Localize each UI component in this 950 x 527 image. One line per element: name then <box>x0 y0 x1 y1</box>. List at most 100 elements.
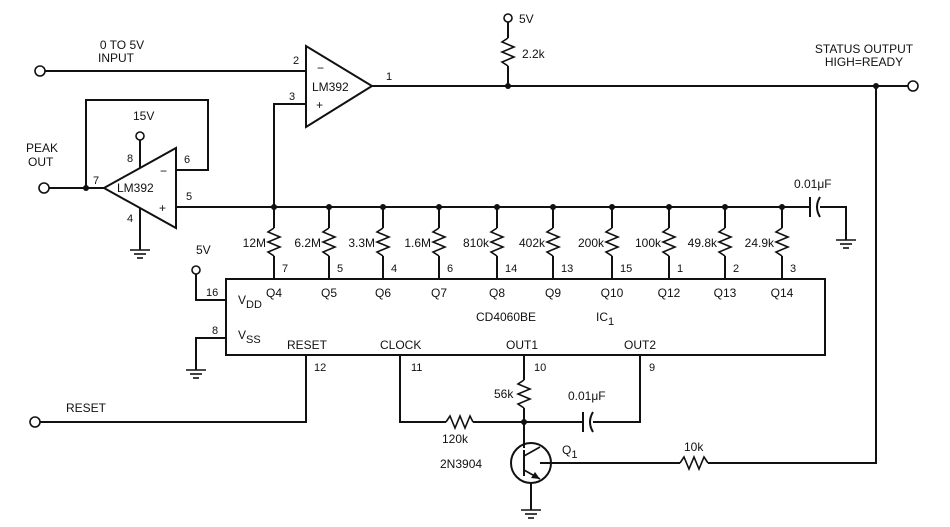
follower-pin-out: 7 <box>93 175 99 187</box>
resistor-120k-label: 120k <box>442 432 469 446</box>
supply-5v-top-terminal <box>503 13 513 23</box>
ground-symbol-follower <box>130 249 150 259</box>
comparator-pin-plus: 3 <box>289 91 295 103</box>
reset-terminal <box>29 416 41 428</box>
supply-5v-top-label: 5V <box>519 12 534 26</box>
pullup-resistor <box>499 37 517 67</box>
follower-plus-sign: + <box>159 201 166 215</box>
peak-label-line2: OUT <box>28 155 54 169</box>
ic-pin-reset: 12 <box>314 362 326 374</box>
vss-wire <box>195 337 226 370</box>
ladder-resistor <box>716 227 734 257</box>
cap-bottom-label: 0.01μF <box>568 389 606 403</box>
ladder-resistor-label: 402k <box>519 236 546 250</box>
ladder-q-label: Q13 <box>714 286 737 300</box>
cap-top-ground-wire <box>820 206 847 240</box>
ladder-resistor-label: 6.2M <box>294 236 321 250</box>
ground-symbol-vss <box>186 369 206 379</box>
ladder-resistor-label: 200k <box>578 236 605 250</box>
ladder-pin-number: 15 <box>620 263 632 275</box>
follower-pin-minus: 6 <box>184 154 190 166</box>
ladder-resistor <box>544 227 562 257</box>
reset-input-label: RESET <box>66 401 107 415</box>
comparator-pin-minus: 2 <box>293 55 299 67</box>
ladder-resistor-label: 24.9k <box>745 236 775 250</box>
ladder-resistor-label: 100k <box>635 236 662 250</box>
input-terminal <box>34 65 46 77</box>
peak-label-line1: PEAK <box>26 141 58 155</box>
ladder-pin-number: 14 <box>505 263 517 275</box>
ic-vss-label: VSS <box>238 328 261 346</box>
supply-5v-vdd-terminal <box>191 265 201 275</box>
ladder-q-label: Q14 <box>771 286 794 300</box>
follower-pin-gnd: 4 <box>127 213 133 225</box>
ladder-resistor <box>603 227 621 257</box>
out2-wire <box>593 355 641 423</box>
ic-pin-clock: 11 <box>411 362 422 374</box>
comparator-plus-wire <box>273 103 306 207</box>
resistor-56k <box>515 379 533 409</box>
pullup-resistor-label: 2.2k <box>522 47 546 61</box>
ladder-pin-number: 13 <box>561 263 573 275</box>
input-label-line2: INPUT <box>98 51 135 65</box>
comparator-pin-out: 1 <box>386 71 392 83</box>
ladder-pin-number: 1 <box>677 263 683 275</box>
clock-wire <box>399 355 446 423</box>
ladder-pin-number: 3 <box>790 263 796 275</box>
ic-body <box>225 278 826 356</box>
ladder-resistor <box>773 227 791 257</box>
comparator-plus-sign: + <box>316 98 323 112</box>
cap-top-label: 0.01μF <box>794 177 832 191</box>
ground-symbol-cap-top <box>836 239 856 249</box>
ic-vdd-label: VDD <box>238 293 262 311</box>
cap-top-plate-right <box>816 196 821 218</box>
ladder-pin-number: 2 <box>733 263 739 275</box>
ladder-q-label: Q4 <box>266 286 282 300</box>
comparator-minus-sign: − <box>317 61 324 75</box>
ladder-resistor-label: 3.3M <box>348 236 375 250</box>
ic-ref-label: IC1 <box>596 310 614 328</box>
ladder-resistor-label: 12M <box>243 236 266 250</box>
ladder-resistor <box>374 227 392 257</box>
transistor-ref-label: Q1 <box>562 443 577 461</box>
ic-part-label: CD4060BE <box>476 310 536 324</box>
transistor-q1-emitter-arrow <box>531 472 540 479</box>
ladder-q-label: Q9 <box>545 286 561 300</box>
comparator-label: LM392 <box>312 80 349 94</box>
reset-wire <box>40 355 307 423</box>
ic-reset-label: RESET <box>287 338 328 352</box>
ladder-resistor-label: 1.6M <box>404 236 431 250</box>
ladder-resistor-label: 49.8k <box>688 236 718 250</box>
follower-minus-sign: − <box>160 164 167 178</box>
resistor-10k-label: 10k <box>684 440 704 454</box>
resistor-ladder: 12M7Q46.2M5Q53.3M4Q61.6M6Q7810k14Q8402k1… <box>243 204 796 300</box>
status-feedback-wire <box>708 86 877 464</box>
follower-pin-supply: 8 <box>127 153 133 165</box>
ladder-q-label: Q8 <box>489 286 505 300</box>
ladder-q-label: Q12 <box>658 286 681 300</box>
ic-out1-label: OUT1 <box>506 338 538 352</box>
follower-feedback-wire <box>85 99 209 188</box>
ladder-pin-number: 5 <box>337 263 343 275</box>
ladder-pin-number: 4 <box>391 263 397 275</box>
resistor-120k <box>445 413 474 431</box>
peak-out-terminal <box>38 182 50 194</box>
ladder-q-label: Q10 <box>601 286 624 300</box>
ladder-q-label: Q5 <box>321 286 337 300</box>
follower-pin-plus: 5 <box>186 191 192 203</box>
status-label-line1: STATUS OUTPUT <box>815 42 914 56</box>
ladder-pin-number: 7 <box>282 263 288 275</box>
transistor-type-label: 2N3904 <box>440 457 482 471</box>
follower-label: LM392 <box>117 181 154 195</box>
supply-15v-terminal <box>135 131 145 141</box>
ladder-pin-number: 6 <box>447 263 453 275</box>
ladder-resistor <box>488 227 506 257</box>
ic-pin-out1: 10 <box>534 362 546 374</box>
status-output-terminal <box>907 80 919 92</box>
ic-out2-label: OUT2 <box>624 338 656 352</box>
ic-clock-label: CLOCK <box>380 338 421 352</box>
vdd-wire <box>195 274 226 301</box>
cap-bottom-plate-right <box>589 411 594 433</box>
ladder-resistor <box>660 227 678 257</box>
